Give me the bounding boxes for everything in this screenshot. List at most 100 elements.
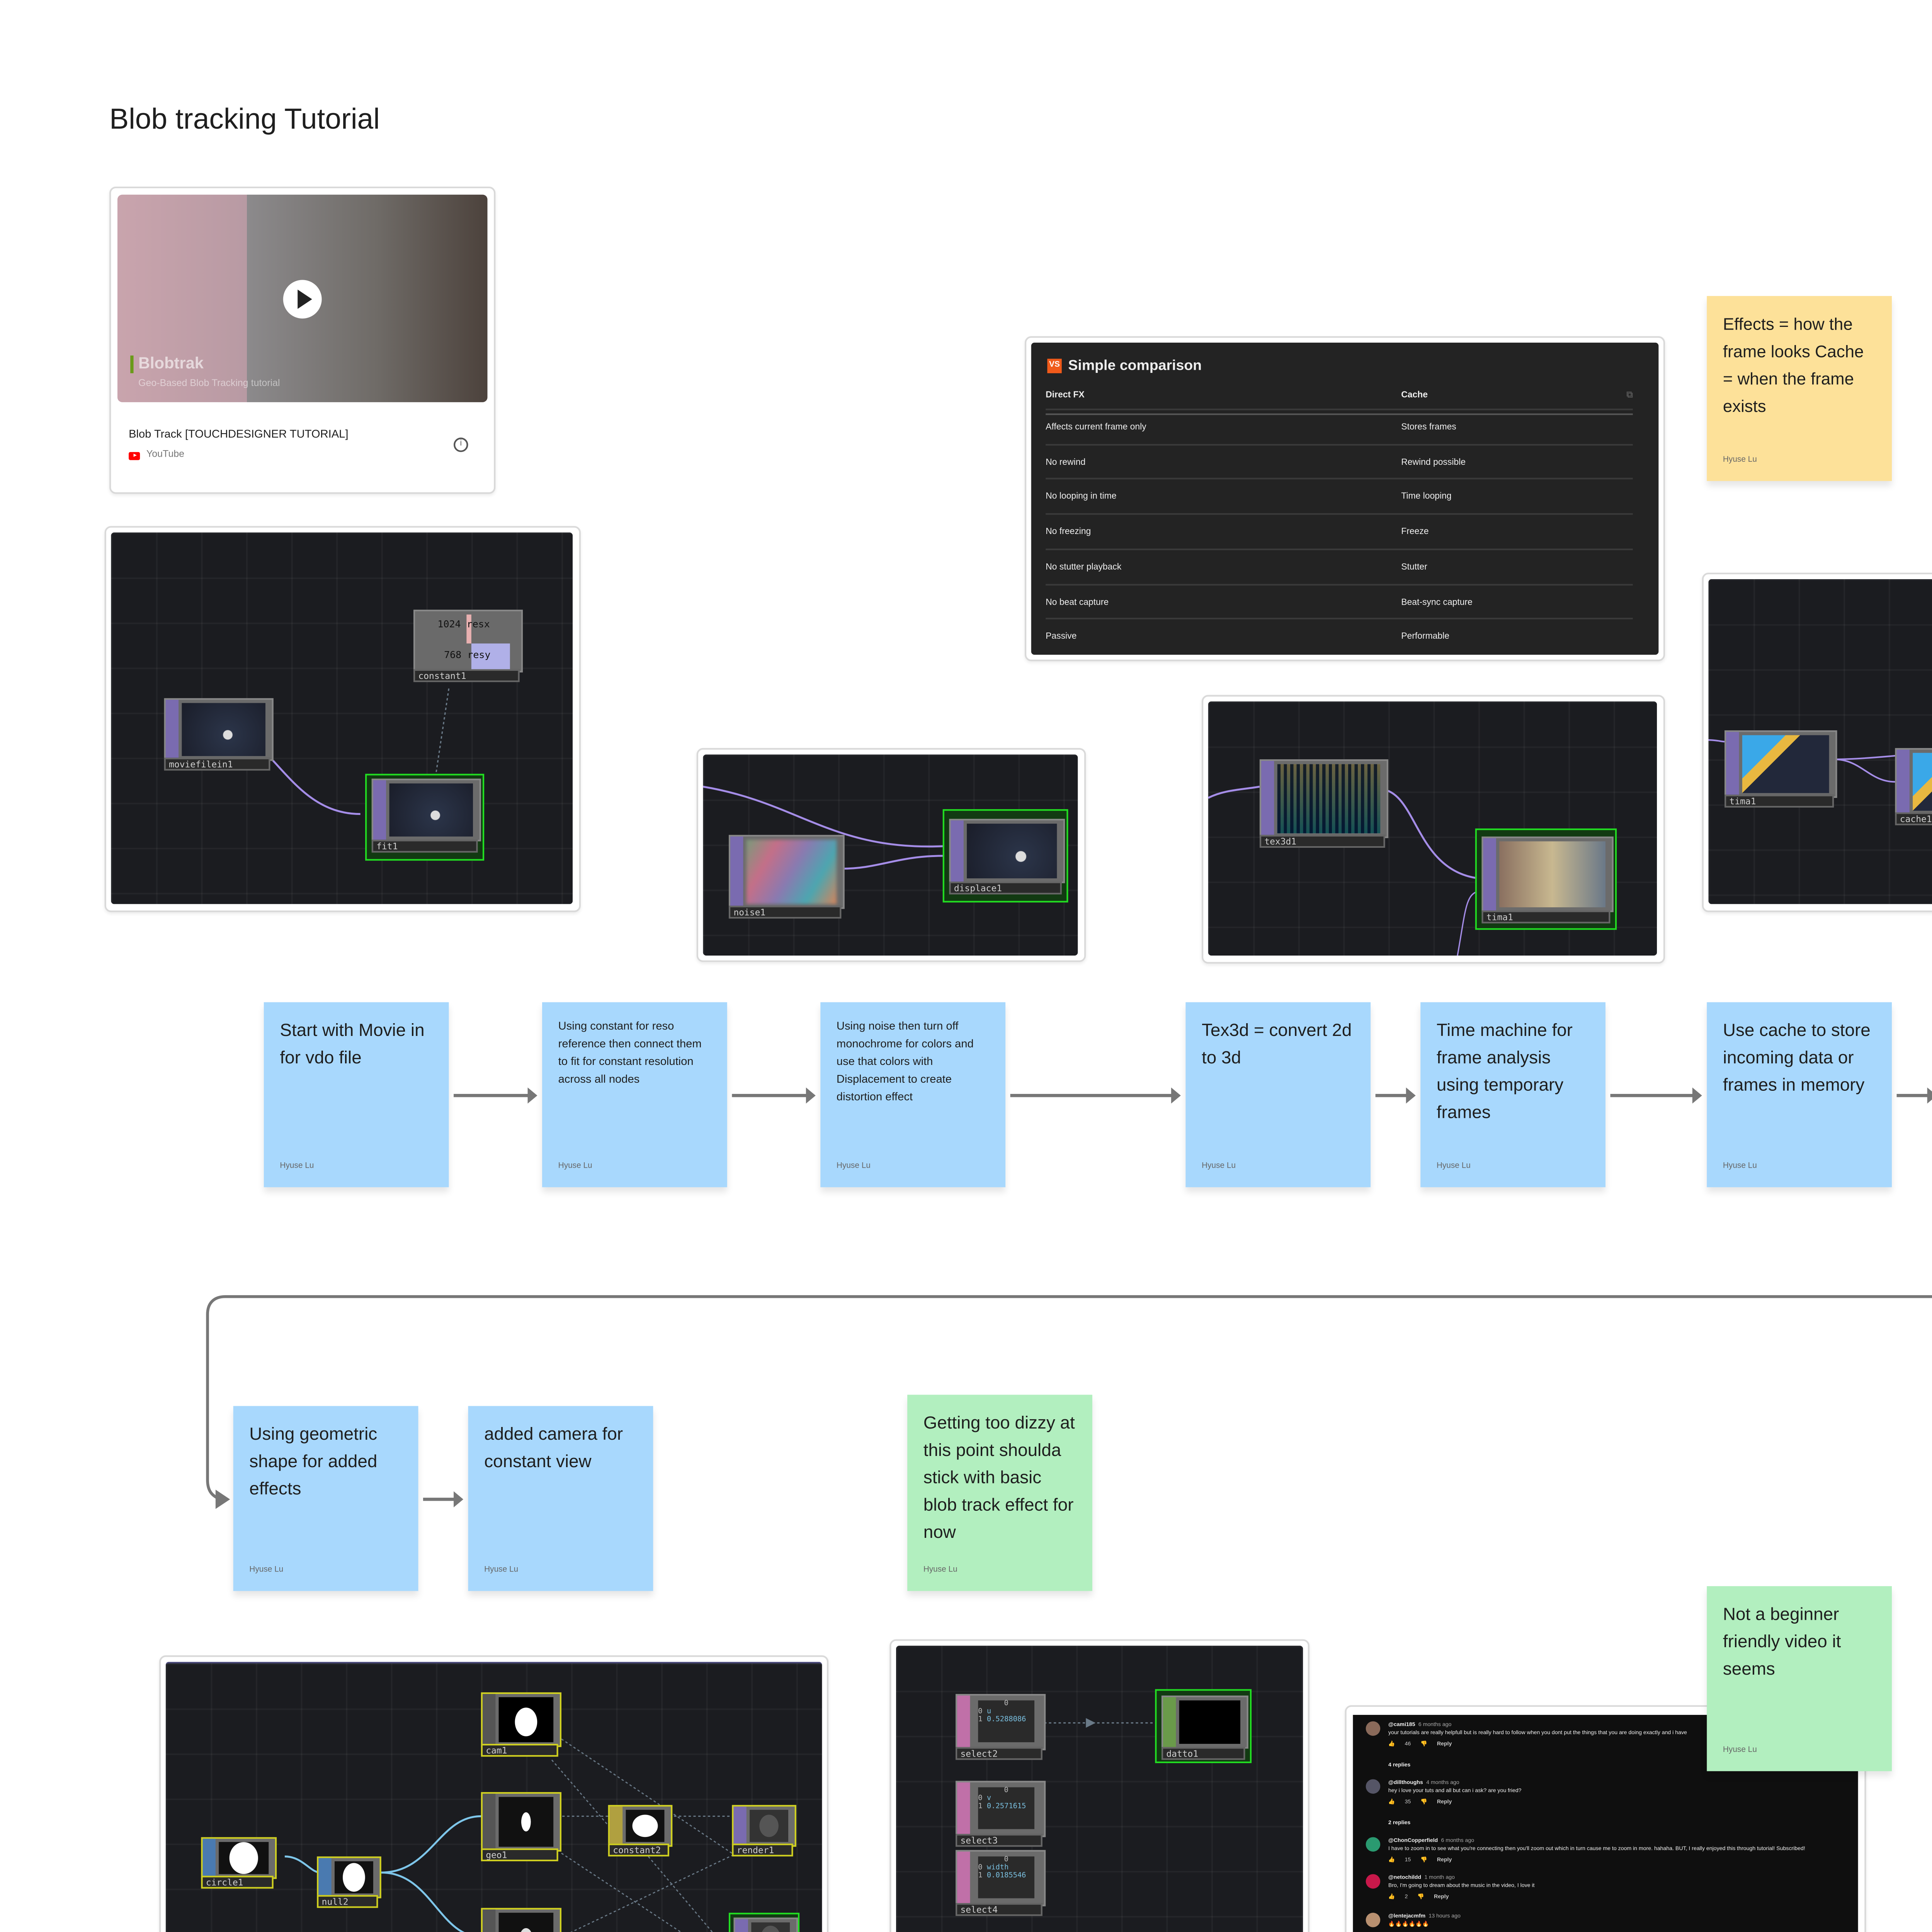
comment-user[interactable]: @cami185: [1388, 1721, 1415, 1728]
node-label: select2: [956, 1747, 1043, 1760]
node-render1[interactable]: [732, 1805, 796, 1847]
dislike-icon[interactable]: 👎: [1420, 1798, 1427, 1805]
comment-text: your tutorials are really helpfull but i…: [1388, 1729, 1687, 1736]
like-icon[interactable]: 👍: [1388, 1856, 1395, 1863]
selected-node-render2[interactable]: render2: [728, 1913, 800, 1932]
flow-arrow: [1896, 1087, 1932, 1104]
comparison-header: VS Simple comparison: [1047, 357, 1202, 373]
like-icon[interactable]: 👍: [1388, 1893, 1395, 1900]
node-cache1[interactable]: [1895, 748, 1932, 816]
node-geo1[interactable]: [481, 1792, 561, 1852]
node-label: constant1: [413, 669, 520, 682]
wire-connections: [1708, 739, 1932, 783]
node-graph-card-3: tex3d1 tima1: [1201, 695, 1665, 964]
node-null2[interactable]: [317, 1856, 381, 1898]
sticky-step-6[interactable]: Use cache to store incoming data or fram…: [1707, 1002, 1892, 1187]
replies-toggle[interactable]: 2 replies: [1388, 1819, 1411, 1826]
selected-node-datto1[interactable]: datto1: [1155, 1689, 1252, 1763]
table-header-row: Direct FX Cache ⧉: [1046, 378, 1633, 415]
node-tex3d1[interactable]: [1259, 759, 1388, 838]
sticky-author: Hyuse Lu: [558, 1161, 592, 1171]
node-label: noise1: [728, 905, 842, 919]
sticky-author: Hyuse Lu: [1436, 1161, 1471, 1171]
node-label: constant2: [608, 1844, 669, 1857]
comment-user[interactable]: @ChonCopperfield: [1388, 1837, 1438, 1844]
reply-button[interactable]: Reply: [1437, 1856, 1452, 1863]
column-header-cache: Cache: [1401, 391, 1428, 401]
node-label: tima1: [1481, 910, 1611, 923]
comment-user[interactable]: @netochildd: [1388, 1874, 1422, 1881]
selected-node-fit1[interactable]: fit1: [365, 774, 485, 861]
dislike-icon[interactable]: 👎: [1420, 1740, 1427, 1747]
sticky-beginner-note[interactable]: Not a beginner friendly video it seems H…: [1707, 1586, 1892, 1771]
node-select2[interactable]: 0 0 u 1 0.5288086: [956, 1694, 1046, 1750]
reply-button[interactable]: Reply: [1437, 1740, 1452, 1747]
thumbnail-overlay-title: Blobtrak: [130, 355, 204, 373]
sticky-step-5[interactable]: Time machine for frame analysis using te…: [1420, 1002, 1605, 1187]
resy-label: resy: [467, 650, 491, 662]
like-icon[interactable]: 👍: [1388, 1740, 1395, 1747]
node-geo2[interactable]: [481, 1908, 561, 1932]
sticky-text: Time machine for frame analysis using te…: [1436, 1021, 1573, 1123]
video-title: Blob Track [TOUCHDESIGNER TUTORIAL]: [129, 429, 349, 441]
comparison-title: Simple comparison: [1068, 357, 1202, 373]
node-moviefilein1[interactable]: [164, 698, 274, 761]
wire-connections: [1044, 1718, 1157, 1728]
video-card-blob-track[interactable]: Blobtrak Geo-Based Blob Tracking tutoria…: [109, 186, 496, 494]
copy-icon[interactable]: ⧉: [1626, 391, 1633, 401]
flow-arrow: [423, 1491, 464, 1508]
selected-node-displace1[interactable]: displace1: [942, 809, 1068, 903]
comment-text: 🔥🔥🔥🔥🔥🔥: [1388, 1920, 1429, 1927]
replies-toggle[interactable]: 4 replies: [1388, 1761, 1411, 1768]
dislike-icon[interactable]: 👎: [1417, 1893, 1425, 1900]
sticky-step-9[interactable]: Using geometric shape for added effects …: [233, 1406, 418, 1591]
node-label: tex3d1: [1259, 835, 1385, 848]
sticky-effects-vs-cache[interactable]: Effects = how the frame looks Cache = wh…: [1707, 296, 1892, 481]
node-graph-canvas: tex3d1 tima1: [1208, 701, 1657, 956]
reply-button[interactable]: Reply: [1437, 1798, 1452, 1805]
node-graph-card-4: tima1 cache1 blobtrack1: [1702, 573, 1932, 912]
reply-button[interactable]: Reply: [1434, 1893, 1449, 1900]
comment-user[interactable]: @dillthoughs: [1388, 1779, 1423, 1786]
node-constant1[interactable]: 1024 resx 768 resy: [413, 609, 523, 673]
node-label: tima1: [1725, 794, 1834, 808]
like-icon[interactable]: 👍: [1388, 1798, 1395, 1805]
sticky-author: Hyuse Lu: [836, 1161, 871, 1171]
info-icon[interactable]: i: [454, 437, 468, 452]
sticky-dizzy-note[interactable]: Getting too dizzy at this point shoulda …: [907, 1395, 1092, 1591]
play-icon[interactable]: [283, 279, 322, 318]
video-thumbnail[interactable]: Blobtrak Geo-Based Blob Tracking tutoria…: [117, 194, 488, 402]
avatar: [1366, 1874, 1381, 1889]
node-circle1[interactable]: [201, 1837, 277, 1879]
sticky-step-2[interactable]: Using constant for reso reference then c…: [542, 1002, 727, 1187]
sticky-text: Using constant for reso reference then c…: [558, 1021, 702, 1086]
sticky-step-10[interactable]: added camera for constant view Hyuse Lu: [468, 1406, 653, 1591]
dislike-icon[interactable]: 👎: [1420, 1856, 1427, 1863]
sticky-author: Hyuse Lu: [923, 1565, 957, 1575]
node-graph-canvas: noise1 displace1: [703, 754, 1078, 956]
sticky-step-1[interactable]: Start with Movie in for vdo file Hyuse L…: [264, 1002, 449, 1187]
sticky-text: Not a beginner friendly video it seems: [1723, 1605, 1841, 1680]
node-noise1[interactable]: [728, 835, 845, 909]
node-graph-canvas: tima1 cache1 blobtrack1: [1708, 579, 1932, 904]
comparison-card: VS Simple comparison Direct FX Cache ⧉ A…: [1025, 336, 1665, 662]
node-select4[interactable]: 0 0 width 1 0.0185546: [956, 1850, 1046, 1906]
sticky-step-3[interactable]: Using noise then turn off monochrome for…: [820, 1002, 1006, 1187]
col-header: 0: [1004, 1700, 1009, 1709]
sticky-author: Hyuse Lu: [1723, 1161, 1757, 1171]
avatar: [1366, 1779, 1381, 1794]
node-select3[interactable]: 0 0 v 1 0.2571615: [956, 1781, 1046, 1837]
sticky-text: Use cache to store incoming data or fram…: [1723, 1021, 1871, 1096]
node-tima1[interactable]: [1725, 730, 1837, 798]
sticky-author: Hyuse Lu: [484, 1565, 519, 1575]
sticky-step-4[interactable]: Tex3d = convert 2d to 3d Hyuse Lu: [1185, 1002, 1371, 1187]
selected-node-tima1[interactable]: tima1: [1475, 828, 1617, 930]
node-cam1[interactable]: [481, 1692, 561, 1747]
comment-user[interactable]: @lentejacmfm: [1388, 1913, 1426, 1919]
node-constant2[interactable]: [608, 1805, 673, 1847]
comment-text: hey i love your tuts and all but can i a…: [1388, 1787, 1522, 1794]
sticky-text: Getting too dizzy at this point shoulda …: [923, 1414, 1075, 1543]
